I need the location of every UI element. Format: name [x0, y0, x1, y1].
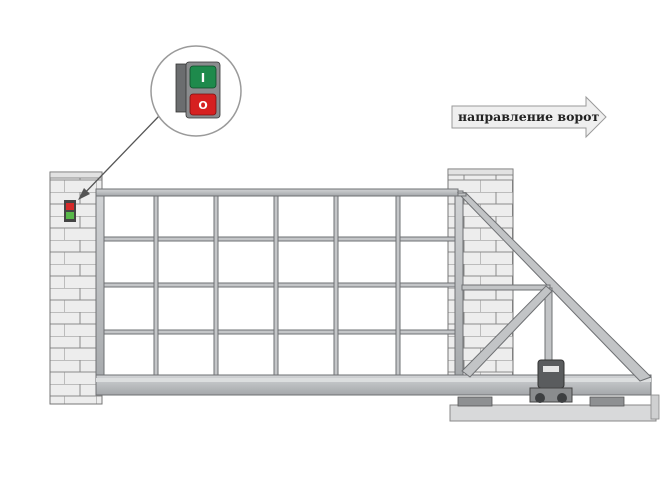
- stop-button-symbol: O: [198, 99, 207, 112]
- callout-arrowhead: [78, 188, 90, 200]
- start-button: [189, 65, 217, 89]
- gate-counterweight-frame: [456, 192, 652, 382]
- direction-label: направление ворот: [458, 109, 600, 124]
- indicator-green-light: [66, 212, 74, 219]
- stop-button: [189, 93, 217, 116]
- ground-rail: [449, 394, 660, 422]
- arrow-right-icon: [451, 95, 607, 139]
- callout-leader-line: [79, 114, 161, 199]
- gate-direction-arrow: направление ворот: [451, 95, 607, 139]
- gate-frame: [95, 188, 652, 396]
- gate-drive-motor: [529, 359, 573, 403]
- indicator-red-light: [66, 203, 74, 210]
- control-button-callout: I O: [150, 45, 242, 137]
- indicator-lights: [64, 200, 76, 222]
- start-button-symbol: I: [201, 71, 205, 85]
